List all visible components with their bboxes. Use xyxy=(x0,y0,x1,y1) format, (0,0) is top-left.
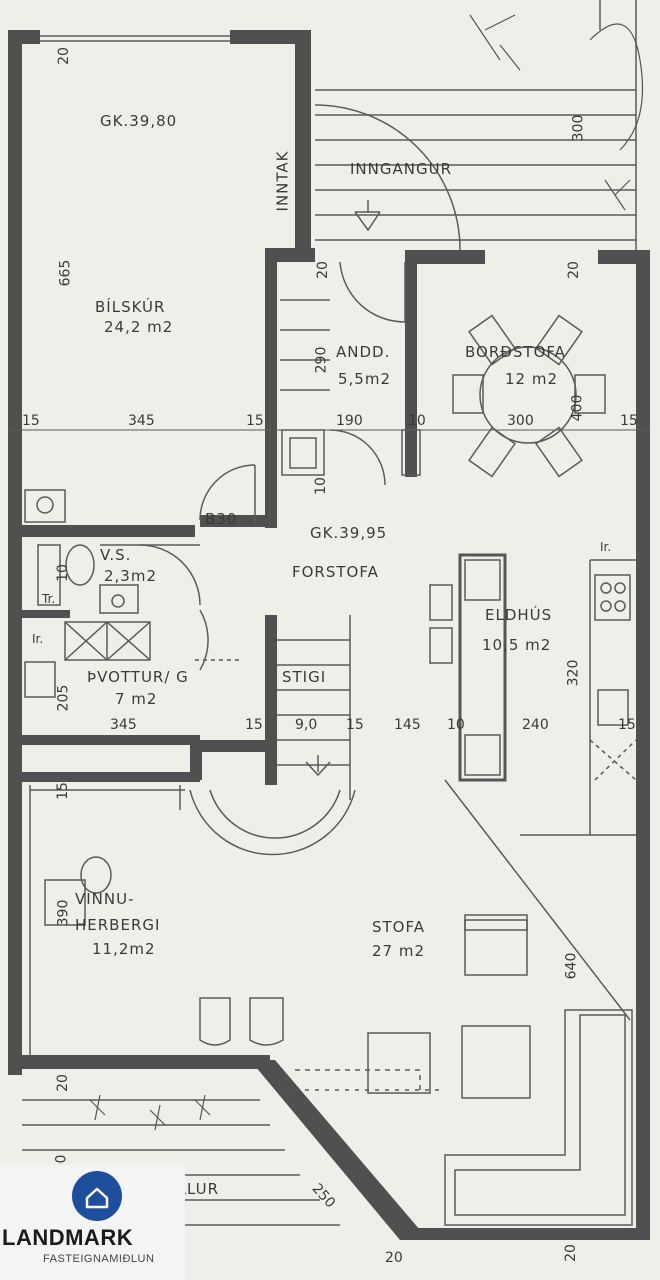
living-area: 27 m2 xyxy=(372,942,426,960)
study-name: VINNU- HERBERGI xyxy=(75,890,161,934)
living-name: STOFA xyxy=(372,918,426,936)
wc-area: 2,3m2 xyxy=(104,567,158,585)
dim-15-e: 15 xyxy=(346,717,364,733)
vestibule-name: ANDD. xyxy=(336,343,391,361)
dim-10-d: 10 xyxy=(447,717,465,733)
laundry-name: ÞVOTTUR/ G xyxy=(87,668,189,686)
wc-name: V.S. xyxy=(100,546,132,564)
dim-665: 665 xyxy=(57,259,74,287)
dim-15-b: 15 xyxy=(246,413,264,429)
dim-145: 145 xyxy=(394,717,421,733)
logo-name: LANDMARK xyxy=(2,1225,134,1250)
dining-area: 12 m2 xyxy=(505,370,559,388)
b30-label: B30 xyxy=(205,510,238,528)
dim-15-d: 15 xyxy=(245,717,263,733)
logo-subtitle: FASTEIGNAMIÐLUN xyxy=(43,1253,155,1265)
dim-400: 400 xyxy=(569,394,586,422)
dim-345-a: 345 xyxy=(128,413,155,429)
entrance-label: INNGANGUR xyxy=(350,160,452,178)
landmark-logo: LANDMARK FASTEIGNAMIÐLUN xyxy=(0,1165,185,1280)
garage-area: 24,2 m2 xyxy=(104,318,174,336)
dim-20-c: 20 xyxy=(565,261,582,279)
dim-290: 290 xyxy=(313,346,330,374)
stairs-label: STIGI xyxy=(282,668,327,686)
intake-label: INNTAK xyxy=(273,150,292,212)
dim-390: 390 xyxy=(55,899,72,927)
vestibule-area: 5,5m2 xyxy=(338,370,392,388)
dim-320: 320 xyxy=(565,659,582,687)
dim-20-e: 20 xyxy=(385,1250,403,1266)
hall-level: GK.39,95 xyxy=(310,524,388,542)
dim-15-g: 15 xyxy=(54,782,71,800)
dim-300: 300 xyxy=(570,114,587,142)
dim-205: 205 xyxy=(55,684,72,712)
outer-walls xyxy=(8,30,650,1240)
dim-15-a: 15 xyxy=(22,413,40,429)
dim-tr-1: Tr. xyxy=(42,592,56,606)
dim-20-top: 20 xyxy=(55,47,72,65)
dim-20-f: 20 xyxy=(562,1244,579,1262)
kitchen-name: ELDHÚS xyxy=(485,606,553,624)
laundry-area: 7 m2 xyxy=(115,690,158,708)
kitchen-area: 10,5 m2 xyxy=(482,636,552,654)
dim-tr-2: Ir. xyxy=(600,540,612,554)
dim-tr-3: Ir. xyxy=(32,632,44,646)
dim-9-0: 9,0 xyxy=(295,717,318,733)
dim-345-b: 345 xyxy=(110,717,137,733)
dim-15-c: 15 xyxy=(620,413,638,429)
dim-190: 190 xyxy=(336,413,363,429)
hall-name: FORSTOFA xyxy=(292,563,379,581)
dim-20-d: 20 xyxy=(54,1074,71,1092)
garage-name: BÍLSKÚR xyxy=(95,298,166,316)
dim-20-b: 20 xyxy=(314,261,331,279)
dim-10-c: 10 xyxy=(54,564,71,582)
dining-name: BORÐSTOFA xyxy=(465,343,566,361)
house-icon xyxy=(72,1171,122,1221)
dim-10-b: 10 xyxy=(312,477,329,495)
study-area: 11,2m2 xyxy=(92,940,156,958)
dim-15-f: 15 xyxy=(618,717,636,733)
plan-lines xyxy=(8,0,650,1226)
plants xyxy=(89,14,644,1131)
dim-240: 240 xyxy=(522,717,549,733)
garage-level: GK.39,80 xyxy=(100,112,178,130)
dim-10-a: 10 xyxy=(408,413,426,429)
dim-300-b: 300 xyxy=(507,413,534,429)
dim-640: 640 xyxy=(563,952,580,980)
